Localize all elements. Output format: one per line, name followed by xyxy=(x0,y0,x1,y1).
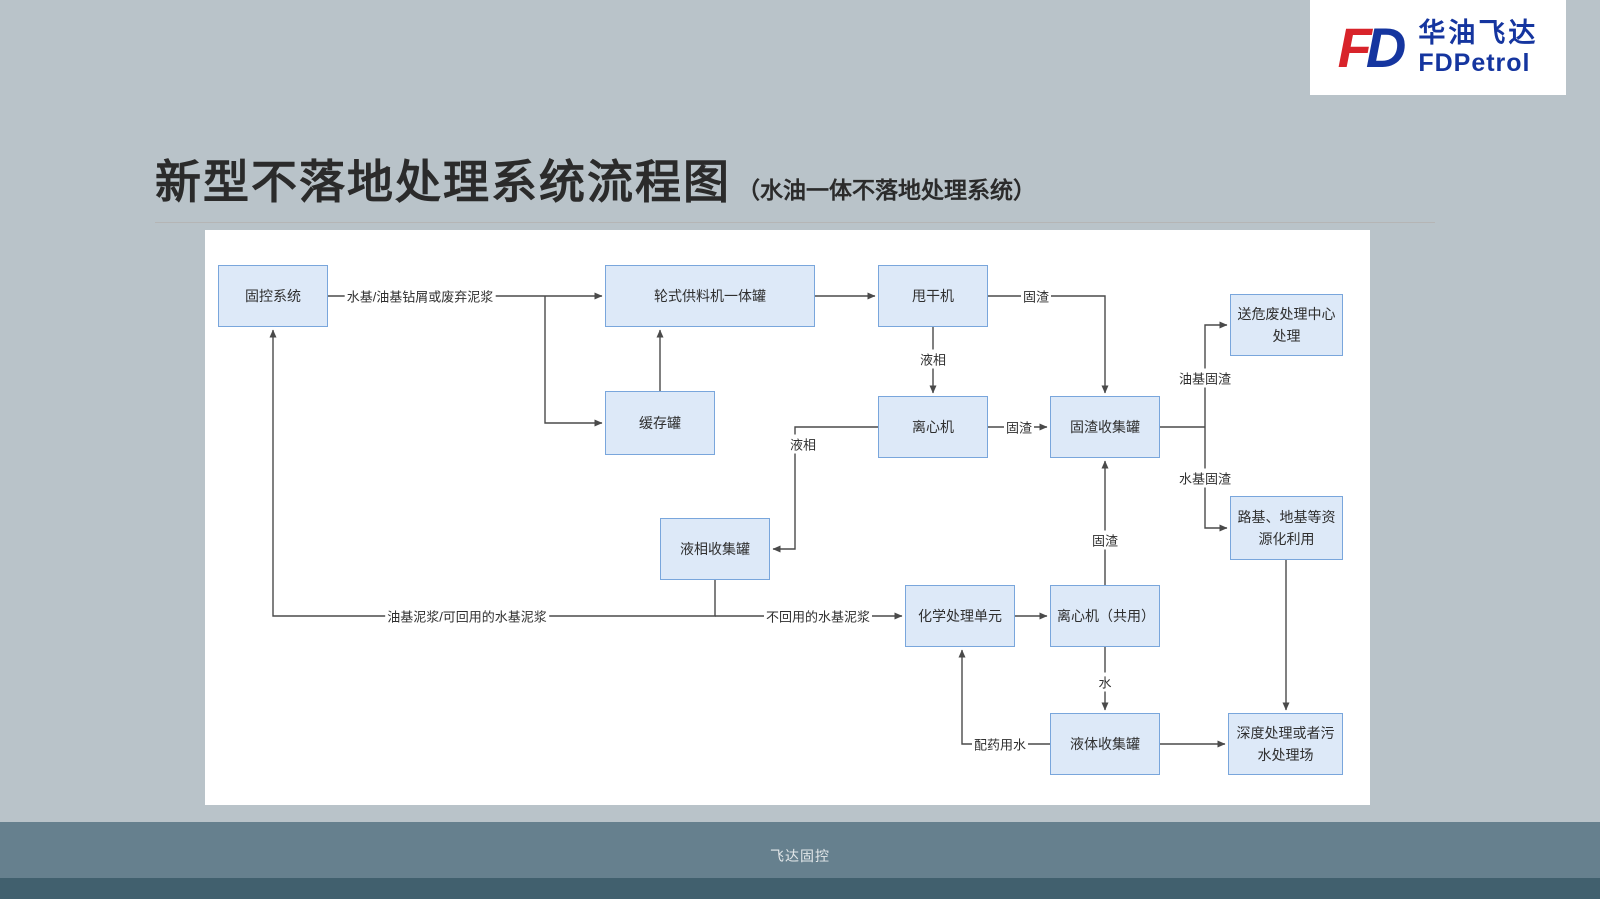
node-centrifuge: 离心机 xyxy=(878,396,988,458)
edge-label-dosing-water: 配药用水 xyxy=(971,734,1029,754)
edge-label-non-reusable-slurry: 不回用的水基泥浆 xyxy=(763,606,873,626)
node-dryer: 甩干机 xyxy=(878,265,988,327)
node-shared-centrifuge: 离心机（共用） xyxy=(1050,585,1160,647)
edge-label-liquid-phase-centrifuge: 液相 xyxy=(787,434,819,454)
logo-fd-icon: FD xyxy=(1338,19,1407,76)
title-subtitle: （水油一体不落地处理系统） xyxy=(737,177,1036,203)
node-chemical-treatment-unit: 化学处理单元 xyxy=(905,585,1015,647)
company-logo: FD 华油飞达 FDPetrol xyxy=(1310,0,1566,95)
edge-label-reusable-slurry: 油基泥浆/可回用的水基泥浆 xyxy=(385,606,549,626)
page-title: 新型不落地处理系统流程图（水油一体不落地处理系统） xyxy=(155,146,1036,212)
title-main: 新型不落地处理系统流程图 xyxy=(155,156,731,208)
logo-name-chinese: 华油飞达 xyxy=(1418,17,1539,48)
edge-label-oil-based-residue: 油基固渣 xyxy=(1176,368,1234,388)
edge-label-feed-slurry: 水基/油基钻屑或废弃泥浆 xyxy=(344,286,496,306)
node-solid-residue-collection-tank: 固渣收集罐 xyxy=(1050,396,1160,458)
logo-name-english: FDPetrol xyxy=(1418,48,1531,77)
edge-label-residue-shared-centrifuge: 固渣 xyxy=(1089,530,1121,550)
footer-band: 飞达固控 xyxy=(0,822,1600,878)
edge-label-residue-dryer: 固渣 xyxy=(1020,286,1052,306)
edge-label-water-based-residue: 水基固渣 xyxy=(1176,468,1234,488)
node-deep-treatment-plant: 深度处理或者污水处理场 xyxy=(1228,713,1343,775)
node-roadbed-resource-reuse: 路基、地基等资源化利用 xyxy=(1230,496,1343,560)
logo-letter-d: D xyxy=(1365,15,1407,79)
edge-label-water: 水 xyxy=(1096,672,1114,692)
node-hazardous-waste-center: 送危废处理中心处理 xyxy=(1230,294,1343,356)
footer-text: 飞达固控 xyxy=(770,848,830,864)
logo-letter-f: F xyxy=(1337,15,1372,79)
node-wheel-feeder-tank: 轮式供料机一体罐 xyxy=(605,265,815,327)
logo-text: 华油飞达 FDPetrol xyxy=(1418,18,1538,78)
title-divider xyxy=(155,222,1435,223)
flowchart-canvas: 固控系统 轮式供料机一体罐 甩干机 缓存罐 离心机 固渣收集罐 送危废处理中心处… xyxy=(205,230,1370,805)
footer-strip xyxy=(0,878,1600,899)
node-liquid-phase-collection-tank: 液相收集罐 xyxy=(660,518,770,580)
node-solids-control-system: 固控系统 xyxy=(218,265,328,327)
edge-label-residue-centrifuge: 固渣 xyxy=(1003,417,1035,437)
edge-label-liquid-phase-dryer: 液相 xyxy=(917,349,949,369)
node-buffer-tank: 缓存罐 xyxy=(605,391,715,455)
node-liquid-collection-tank: 液体收集罐 xyxy=(1050,713,1160,775)
